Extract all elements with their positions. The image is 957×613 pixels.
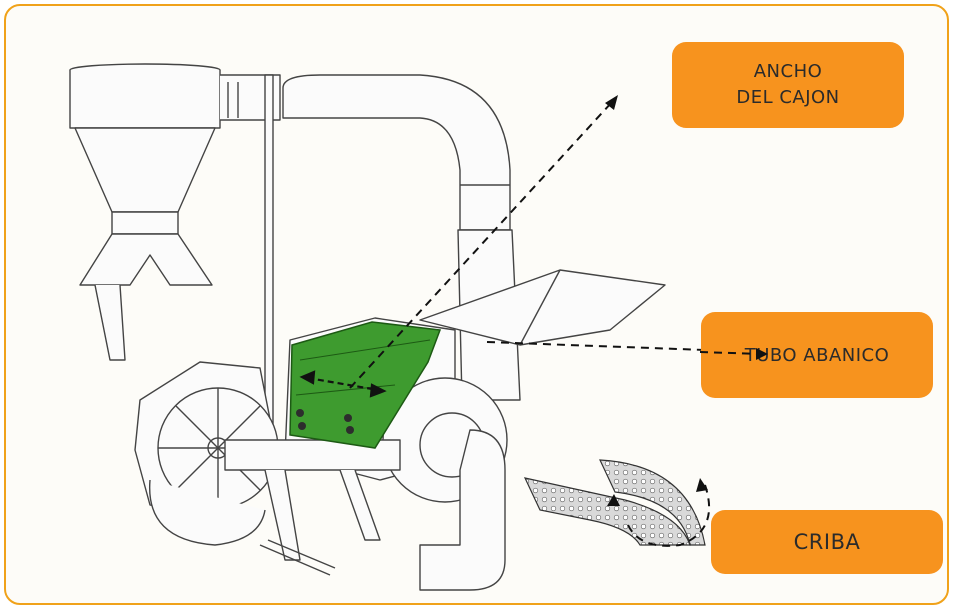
cajon-highlight <box>289 321 442 449</box>
feed-tray <box>419 269 666 346</box>
bolt-marks <box>296 409 354 434</box>
callout-ancho-line2: DEL CAJON <box>736 87 840 108</box>
callout-ancho-del-cajon: ANCHO DEL CAJON <box>672 42 904 128</box>
callout-ancho-line1: ANCHO <box>753 61 823 82</box>
outlet-elbow <box>419 429 506 591</box>
callout-criba: CRIBA <box>711 510 943 574</box>
curved-pipe <box>282 74 511 231</box>
screen-sieve <box>523 459 706 546</box>
callout-tubo-abanico: TUBO ABANICO <box>701 312 933 398</box>
cyclone-hopper <box>69 63 281 361</box>
width-arrow <box>299 370 387 398</box>
callout-criba-label: CRIBA <box>793 530 861 554</box>
callout-tubo-label: TUBO ABANICO <box>744 344 890 366</box>
